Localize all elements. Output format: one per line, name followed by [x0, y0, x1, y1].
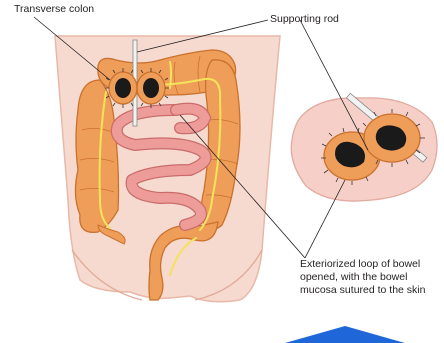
exteriorized-loop-label-line-3: mucosa sutured to the skin	[300, 284, 425, 297]
exteriorized-loop-label: Exteriorized loop of bowel opened, with …	[300, 258, 425, 297]
exteriorized-loop-label-line-1: Exteriorized loop of bowel	[300, 258, 425, 271]
exteriorized-loop-label-line-2: opened, with the bowel	[300, 271, 425, 284]
transverse-colon-label: Transverse colon	[14, 3, 94, 16]
accent-triangle	[285, 326, 405, 343]
supporting-rod-label: Supporting rod	[270, 13, 339, 26]
stoma-inset	[291, 93, 437, 201]
